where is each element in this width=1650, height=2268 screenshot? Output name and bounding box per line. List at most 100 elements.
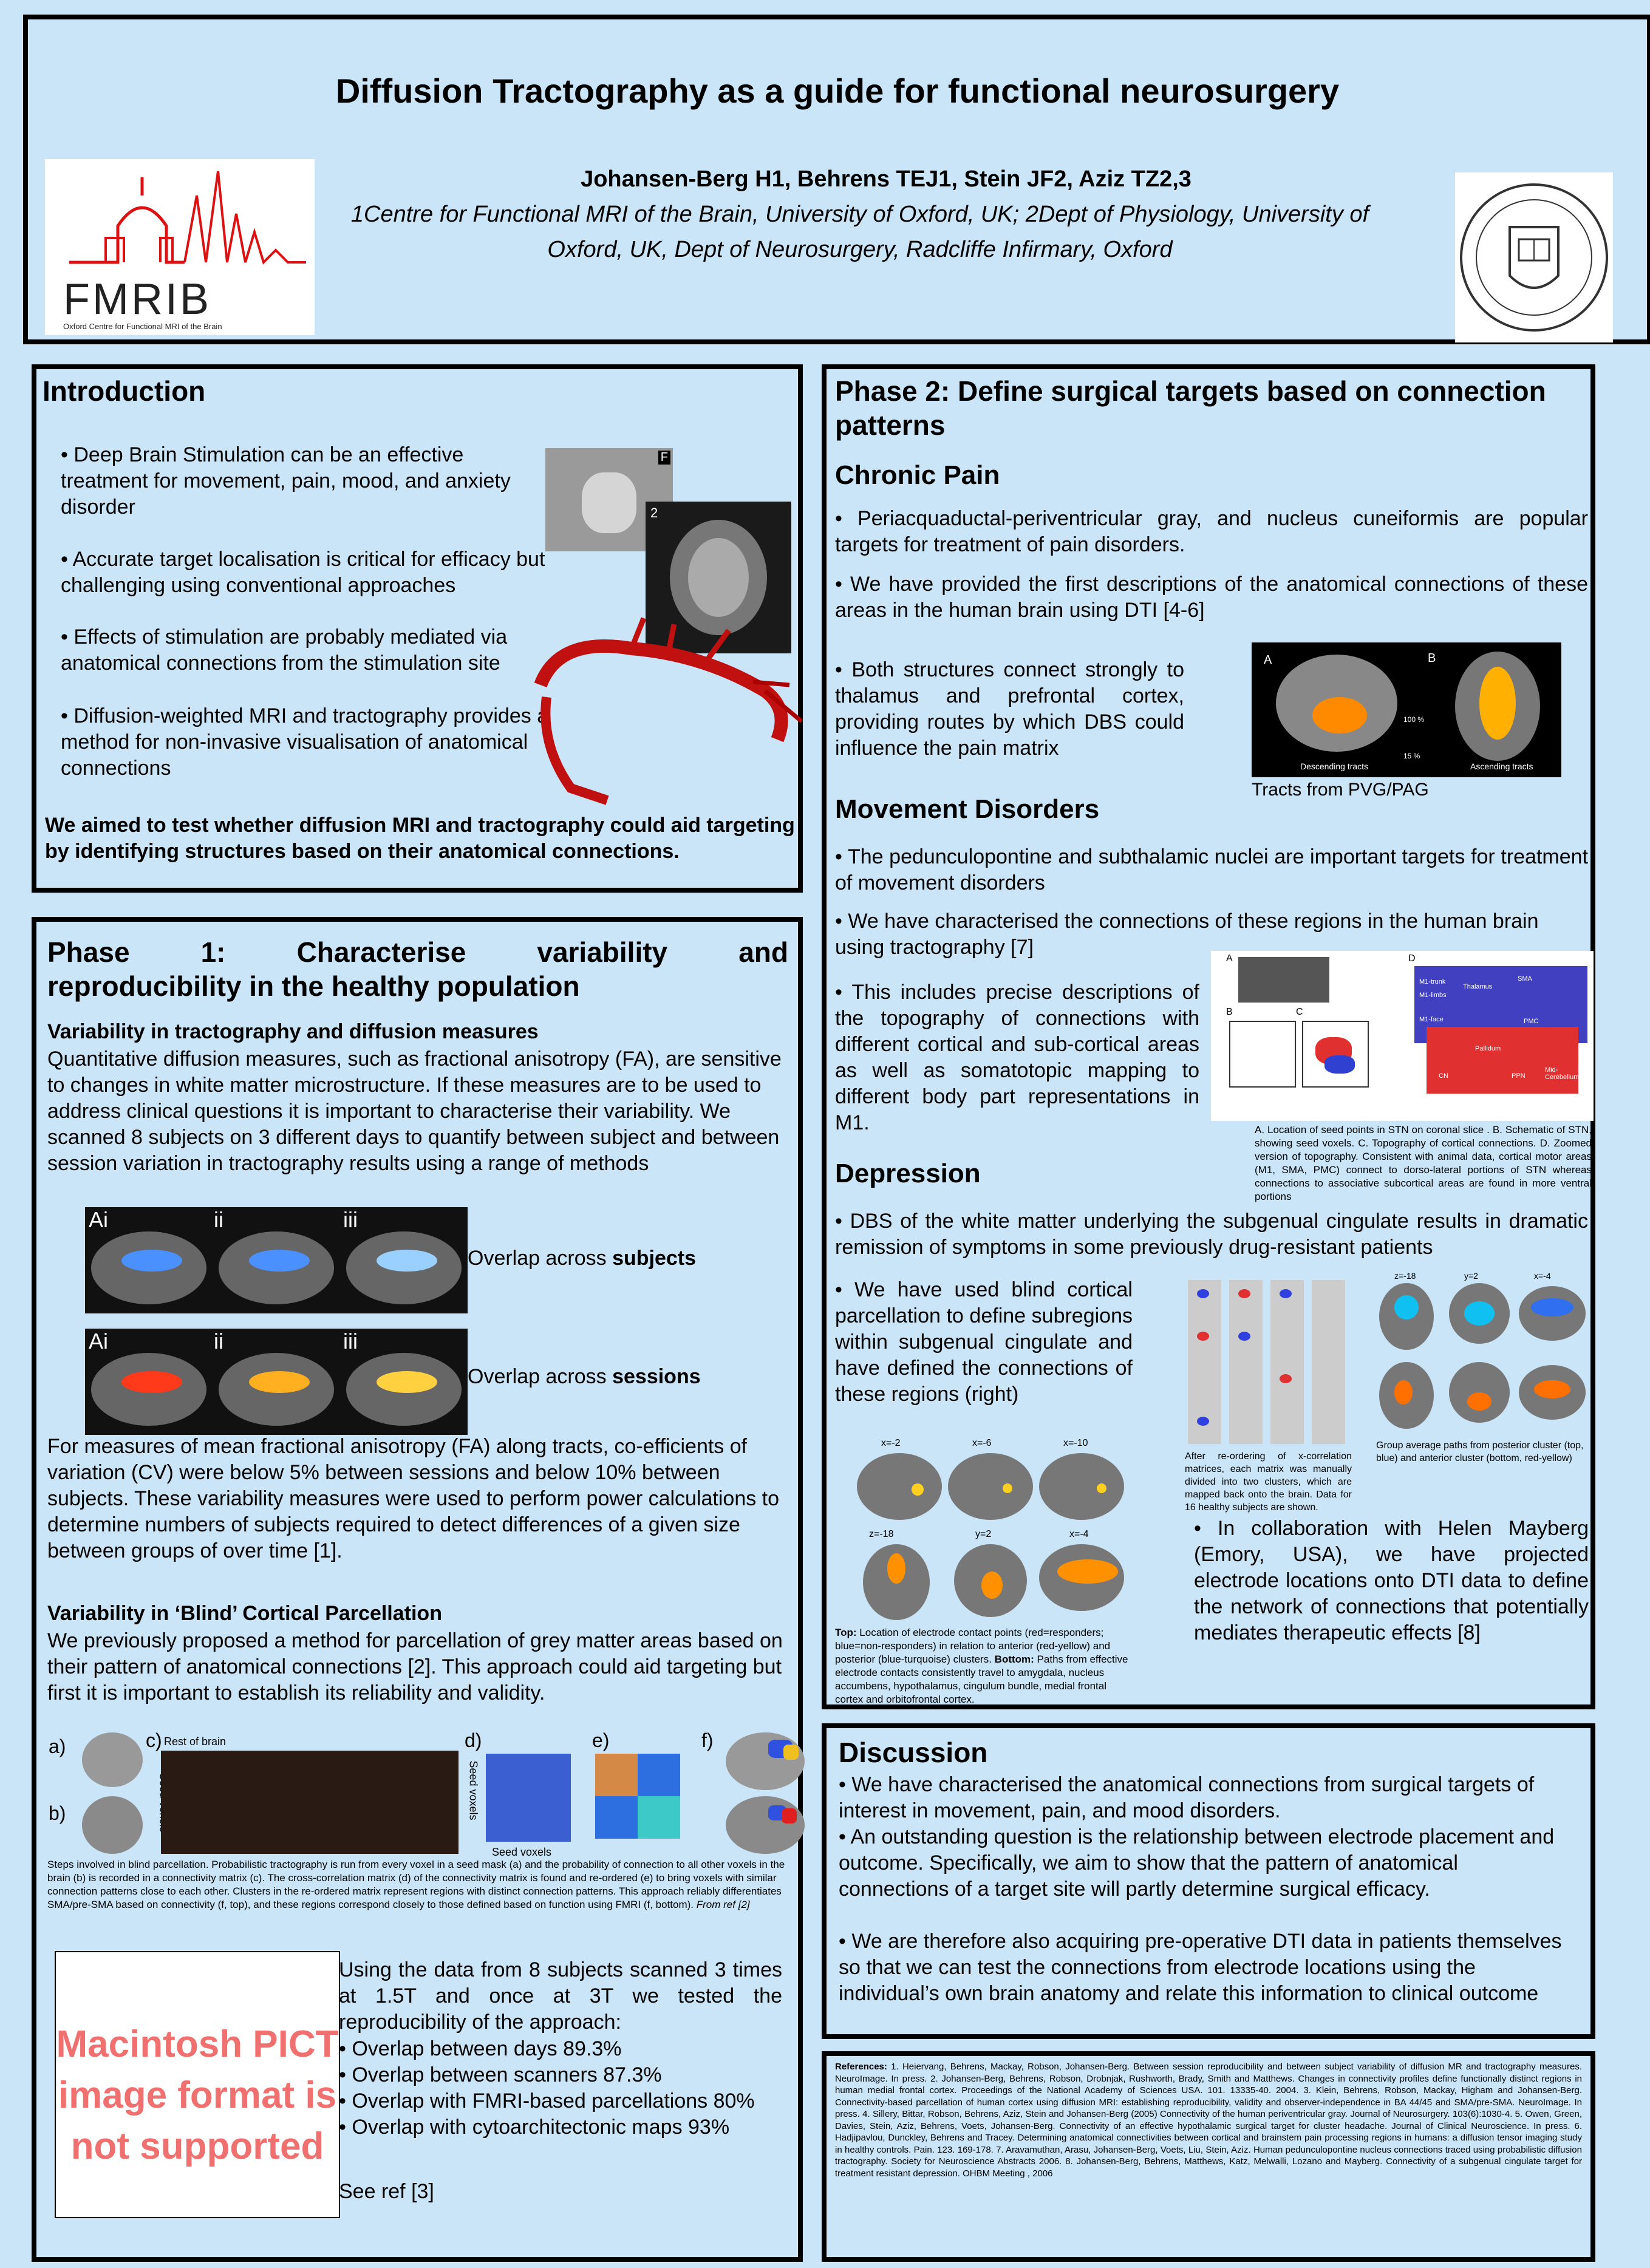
stn-tag-m1-face: M1-face (1419, 1016, 1444, 1023)
label-ii: ii (214, 1329, 223, 1354)
stn-tag-mid-cerebellum: Mid-Cerebellum (1545, 1066, 1580, 1081)
dep-correlation-matrices (1188, 1280, 1346, 1444)
stn-tag-m1-trunk: M1-trunk (1419, 978, 1446, 986)
dep-matrix-caption: After re-ordering of x-correlation matri… (1185, 1451, 1352, 1513)
stn-coronal-slice (1238, 957, 1329, 1003)
intro-bullet-2: • Accurate target localisation is critic… (61, 548, 545, 597)
stn-fig-label-d: D (1408, 953, 1416, 964)
phase1-para-1: Quantitative diffusion measures, such as… (47, 1047, 782, 1175)
stn-fig-label-c: C (1296, 1007, 1303, 1017)
brain-sma-connectivity (726, 1732, 805, 1790)
fig-label-d: d) (465, 1729, 482, 1751)
intro-bullet-4: • Diffusion-weighted MRI and tractograph… (61, 704, 549, 780)
dep-coord-x-2: x=-2 (881, 1438, 901, 1448)
phase1-subtitle-1: Variability in tractography and diffusio… (47, 1020, 539, 1043)
stn-tag-m1-limbs: M1-limbs (1419, 992, 1447, 999)
parcellation-figure: a) b) c) Rest of brain Seed voxels d) Se… (43, 1729, 805, 1863)
fmrib-logo-graphic (69, 171, 306, 265)
references-text: References: 1. Heiervang, Behrens, Macka… (835, 2062, 1582, 2179)
affiliation-line-1: 1Centre for Functional MRI of the Brain,… (350, 202, 1369, 227)
pain-bullet-3: • Both structures connect strongly to th… (835, 658, 1184, 760)
fig-label-a: a) (49, 1735, 66, 1757)
phase2-title: Phase 2: Define surgical targets based o… (835, 375, 1546, 441)
pict-placeholder-text: Macintosh PICT image format is not suppo… (56, 2023, 339, 2167)
affiliation-line-2: Oxford, UK, Dept of Neurosurgery, Radcli… (547, 237, 1173, 262)
intro-bullet-1: • Deep Brain Stimulation can be an effec… (61, 443, 511, 519)
depression-title: Depression (835, 1159, 981, 1188)
phase1-para-3: We previously proposed a method for parc… (47, 1629, 783, 1704)
introduction-title: Introduction (43, 375, 206, 407)
fig-label-c: c) (146, 1729, 162, 1751)
references-panel: References: 1. Heiervang, Behrens, Macka… (822, 2051, 1595, 2262)
fmrib-logo: FMRIB Oxford Centre for Functional MRI o… (45, 159, 315, 335)
discussion-bullet-1: • We have characterised the anatomical c… (839, 1773, 1535, 1822)
seed-voxels-label-d-side: Seed voxels (467, 1760, 480, 1820)
phase2-panel: Phase 2: Define surgical targets based o… (822, 364, 1595, 1709)
fmrib-logo-text: FMRIB (63, 275, 211, 324)
overlap-sessions-images: Ai ii iii (85, 1329, 468, 1435)
dep-brain-row-bottom: z=-18 y=2 x=-4 (851, 1529, 1124, 1626)
fig-label-e: e) (592, 1729, 610, 1751)
discussion-bullet-3: • We are therefore also acquiring pre-op… (839, 1930, 1562, 2005)
intro-bullet-3: • Effects of stimulation are probably me… (61, 625, 508, 675)
dep-coord-z-18: z=-18 (869, 1529, 894, 1539)
dep-right-y2: y=2 (1464, 1271, 1478, 1281)
pain-fig-descending: Descending tracts (1300, 761, 1369, 771)
result-4: • Overlap with cytoarchitectonic maps 93… (339, 2116, 730, 2139)
stn-figure-caption: A. Location of seed points in STN on cor… (1255, 1124, 1592, 1202)
phase1-title-line2: reproducibility in the healthy populatio… (47, 970, 580, 1002)
see-ref-3: See ref [3] (339, 2180, 434, 2203)
connectivity-matrix (161, 1751, 459, 1854)
discussion-title: Discussion (839, 1737, 988, 1768)
pain-fig-15: 15 % (1403, 752, 1420, 760)
result-2: • Overlap between scanners 87.3% (339, 2063, 662, 2086)
dep-bullet-1: • DBS of the white matter underlying the… (835, 1210, 1588, 1259)
mri-axial-image: 2 (646, 502, 791, 653)
cross-correlation-matrix (486, 1754, 571, 1842)
stn-schematic (1229, 1021, 1296, 1088)
oxford-crest-graphic (1460, 183, 1608, 332)
label-ii: ii (214, 1207, 223, 1232)
dep-coord-x-6: x=-6 (972, 1438, 992, 1448)
move-bullet-3: • This includes precise descriptions of … (835, 981, 1199, 1134)
mri-label-f: F (658, 451, 670, 465)
dep-coord-x-4: x=-4 (1069, 1529, 1089, 1539)
pain-bullet-2: • We have provided the first description… (835, 573, 1588, 622)
fig-label-f: f) (701, 1729, 714, 1751)
discussion-panel: Discussion • We have characterised the a… (822, 1723, 1595, 2039)
move-bullet-2: • We have characterised the connections … (835, 910, 1539, 959)
header-panel: Diffusion Tractography as a guide for fu… (23, 15, 1650, 344)
fmrib-logo-subtitle: Oxford Centre for Functional MRI of the … (63, 322, 222, 331)
poster-title: Diffusion Tractography as a guide for fu… (335, 72, 1340, 110)
result-1: • Overlap between days 89.3% (339, 2037, 622, 2060)
rest-of-brain-label: Rest of brain (164, 1735, 227, 1748)
pain-fig-ascending: Ascending tracts (1470, 761, 1533, 771)
dep-right-x-4: x=-4 (1534, 1271, 1551, 1281)
oxford-crest (1455, 172, 1613, 342)
mri-label-2: 2 (650, 505, 658, 520)
phase1-subtitle-2: Variability in ‘Blind’ Cortical Parcella… (47, 1602, 442, 1625)
phase1-title-line1: Phase 1: Characterise variability and (47, 936, 788, 968)
brain-sma-fmri (726, 1796, 805, 1854)
stn-figure: A B C D M1-trunk M1-limbs M1-face Thalam… (1211, 951, 1594, 1121)
pict-placeholder: Macintosh PICT image format is not suppo… (55, 1951, 340, 2218)
pain-tracts-figure: A B 100 % 15 % Descending tracts Ascendi… (1252, 642, 1561, 777)
stn-tag-cn: CN (1439, 1072, 1448, 1080)
mri-coronal-image: F (545, 448, 673, 551)
dep-group-caption: Group average paths from posterior clust… (1376, 1440, 1584, 1463)
stn-tag-ppn: PPN (1512, 1072, 1526, 1080)
introduction-panel: Introduction • Deep Brain Stimulation ca… (32, 364, 803, 893)
intro-aim: We aimed to test whether diffusion MRI a… (45, 814, 795, 863)
phase1-para-2: For measures of mean fractional anisotro… (47, 1435, 780, 1562)
pain-fig-label-b: B (1428, 652, 1436, 665)
dep-coord-y2: y=2 (975, 1529, 992, 1539)
dep-coord-x-10: x=-10 (1063, 1438, 1088, 1448)
dep-bullet-3: • In collaboration with Helen Mayberg (E… (1194, 1517, 1589, 1644)
poster-authors: Johansen-Berg H1, Behrens TEJ1, Stein JF… (581, 166, 1191, 192)
fig-label-b: b) (49, 1802, 66, 1824)
pain-fig-label-a: A (1264, 653, 1272, 667)
stn-tag-thalamus: Thalamus (1463, 983, 1493, 990)
stn-fig-label-b: B (1226, 1007, 1233, 1017)
chronic-pain-title: Chronic Pain (835, 460, 1000, 490)
result-3: • Overlap with FMRI-based parcellations … (339, 2089, 755, 2113)
